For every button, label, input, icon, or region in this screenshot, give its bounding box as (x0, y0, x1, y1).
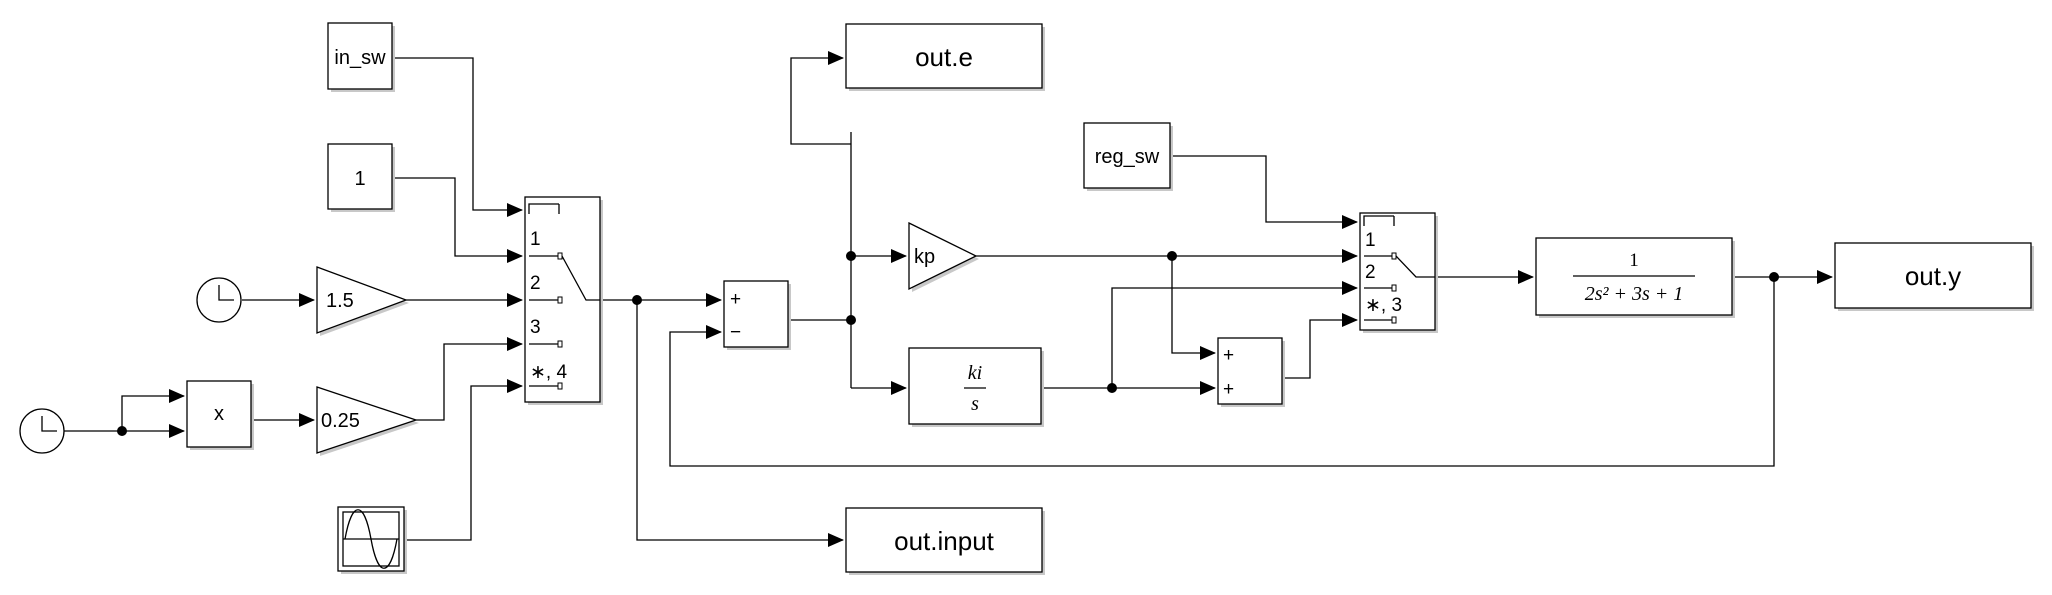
multiport-switch-2[interactable]: 1 2 ∗, 3 (1359, 212, 1438, 333)
gain-kp-block[interactable]: kp (908, 221, 979, 292)
switch1-port-1: 1 (530, 229, 541, 250)
wire-reg-sw[interactable] (1172, 155, 1358, 229)
junction-dot (632, 295, 642, 305)
junction-dot (1107, 383, 1117, 393)
sum-block-pi[interactable]: + + (1217, 337, 1285, 407)
junction-dot (1167, 251, 1177, 261)
switch1-port-3: 3 (530, 317, 541, 338)
wire-const-one[interactable] (394, 177, 523, 263)
out-input-label: out.input (894, 526, 995, 556)
gain-1-5-block[interactable]: 1.5 (316, 266, 409, 336)
integrator-denominator: s (971, 393, 979, 415)
clock-icon[interactable] (196, 277, 242, 323)
integrator-numerator: ki (968, 362, 982, 384)
clock-icon[interactable] (19, 408, 65, 454)
product-block[interactable]: x (186, 380, 254, 450)
in-sw-block[interactable]: in_sw (327, 22, 395, 92)
reg-sw-block[interactable]: reg_sw (1083, 122, 1173, 191)
tf-numerator: 1 (1629, 250, 1639, 271)
transfer-function-block[interactable]: 1 2s² + 3s + 1 (1535, 237, 1735, 318)
wire-to-out-input[interactable] (636, 300, 844, 547)
wire-in-sw[interactable] (394, 57, 523, 217)
gain-1-5-label: 1.5 (326, 290, 354, 312)
product-label: x (214, 403, 224, 425)
constant-one-label: 1 (354, 168, 365, 190)
sum2-sign-plus-1: + (1223, 345, 1234, 366)
sine-wave-block[interactable] (337, 506, 407, 574)
tf-denominator: 2s² + 3s + 1 (1585, 283, 1684, 305)
wire-gain025-switch[interactable] (416, 337, 523, 421)
in-sw-label: in_sw (334, 47, 386, 69)
multiport-switch-1[interactable]: 1 2 3 ∗, 4 (524, 196, 603, 405)
out-e-block[interactable]: out.e (845, 23, 1045, 91)
switch2-port-1: 1 (1365, 230, 1376, 251)
junctions (117, 251, 1779, 436)
wire-integrator-switch2[interactable] (1111, 281, 1358, 388)
sum-block-error[interactable]: + − (723, 280, 791, 350)
sum1-sign-minus: − (730, 322, 741, 343)
out-y-label: out.y (1905, 261, 1961, 291)
sum2-sign-plus-2: + (1223, 379, 1234, 400)
sine-wave-icon (344, 509, 398, 569)
wire-to-out-e[interactable] (790, 51, 851, 145)
out-y-block[interactable]: out.y (1834, 242, 2034, 311)
constant-one-block[interactable]: 1 (327, 143, 395, 212)
out-input-block[interactable]: out.input (845, 507, 1045, 575)
out-e-label: out.e (915, 42, 973, 72)
junction-dot (846, 315, 856, 325)
gain-kp-label: kp (914, 246, 935, 268)
switch1-port-2: 2 (530, 273, 541, 294)
wire-sine-switch[interactable] (406, 379, 523, 541)
reg-sw-label: reg_sw (1095, 146, 1160, 168)
gain-0-25-label: 0.25 (321, 410, 360, 432)
junction-dot (117, 426, 127, 436)
wire-kp-sum2[interactable] (1171, 256, 1216, 360)
junction-dot (1769, 272, 1779, 282)
sum1-sign-plus: + (730, 289, 741, 310)
gain-0-25-block[interactable]: 0.25 (316, 386, 419, 456)
wire-clock-product-b[interactable] (121, 389, 185, 431)
switch2-port-3: ∗, 3 (1365, 295, 1402, 316)
switch2-port-2: 2 (1365, 262, 1376, 283)
junction-dot (846, 251, 856, 261)
wire-feedback[interactable] (669, 277, 1775, 467)
wire-sum2-switch2[interactable] (1283, 313, 1358, 379)
integrator-block[interactable]: ki s (908, 347, 1044, 427)
switch1-port-4: ∗, 4 (530, 362, 567, 383)
